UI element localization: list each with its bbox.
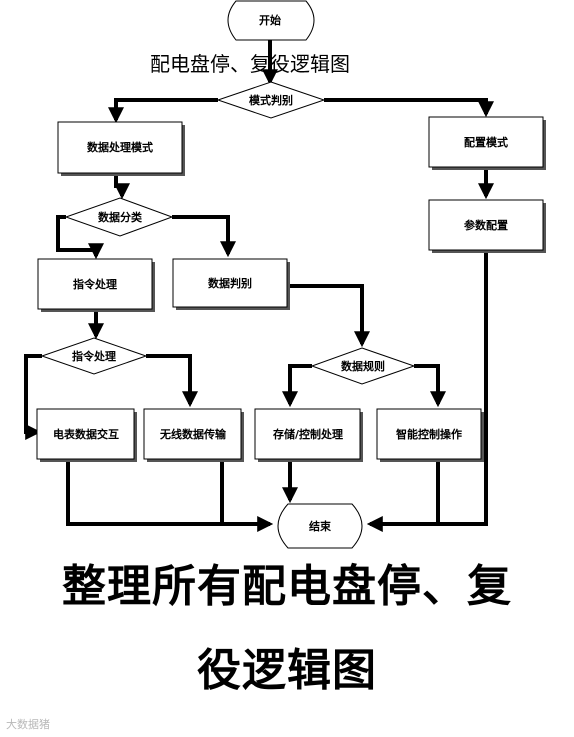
cmd-process-label: 指令处理 xyxy=(73,277,117,291)
edge-rule-to-smart xyxy=(414,364,446,408)
data-judge-label: 数据判别 xyxy=(208,276,252,290)
cmd-decision-label: 指令处理 xyxy=(72,349,116,363)
edge-classify-to-datajudge xyxy=(172,215,236,258)
param-config-box: 参数配置 xyxy=(428,199,546,253)
caption-line-2: 役逻辑图 xyxy=(197,645,377,696)
edge-rule-to-store xyxy=(282,364,312,408)
smart-control-box: 智能控制操作 xyxy=(376,408,484,462)
edge-decision-to-meter xyxy=(24,354,42,440)
edge-param-to-end xyxy=(438,250,488,526)
data-mode-label: 数据处理模式 xyxy=(87,140,153,154)
config-mode-box: 配置模式 xyxy=(428,116,546,170)
data-judge-box: 数据判别 xyxy=(172,258,290,310)
store-control-label: 存储/控制处理 xyxy=(273,427,343,441)
edge-classify-to-cmd xyxy=(56,215,104,260)
param-config-label: 参数配置 xyxy=(464,218,508,232)
watermark: 大数据猪 xyxy=(6,718,50,731)
data-rule-label: 数据规则 xyxy=(341,359,385,373)
edge-data-to-classify xyxy=(114,176,130,200)
end-node: 结束 xyxy=(277,503,363,549)
caption-line-1: 整理所有配电盘停、复 xyxy=(62,561,512,612)
flow-edges xyxy=(24,40,494,532)
data-mode-box: 数据处理模式 xyxy=(57,121,185,176)
edge-mode-to-data xyxy=(108,98,218,124)
config-mode-label: 配置模式 xyxy=(464,135,508,149)
cmd-process-box: 指令处理 xyxy=(37,258,155,312)
data-rule-decision: 数据规则 xyxy=(310,347,416,385)
start-label: 开始 xyxy=(259,13,281,27)
data-classify-decision: 数据分类 xyxy=(64,197,174,237)
meter-exchange-box: 电表数据交互 xyxy=(36,408,137,462)
store-control-box: 存储/控制处理 xyxy=(254,408,363,462)
mode-judge-label: 模式判别 xyxy=(249,93,293,107)
start-node: 开始 xyxy=(227,0,315,41)
edge-smart-to-end xyxy=(366,460,440,532)
smart-control-label: 智能控制操作 xyxy=(396,427,462,441)
mode-judge-decision: 模式判别 xyxy=(216,81,326,119)
meter-exchange-label: 电表数据交互 xyxy=(53,427,119,441)
data-classify-label: 数据分类 xyxy=(98,210,143,224)
wireless-label: 无线数据传输 xyxy=(159,427,227,441)
edge-decision-to-wireless xyxy=(146,354,198,408)
end-label: 结束 xyxy=(308,519,332,533)
cmd-decision: 指令处理 xyxy=(40,337,148,375)
wireless-box: 无线数据传输 xyxy=(143,408,244,462)
diagram-subtitle: 配电盘停、复役逻辑图 xyxy=(150,52,350,76)
edge-meter-to-end xyxy=(66,460,274,532)
edge-mode-to-config xyxy=(324,98,494,118)
edge-datajudge-to-rule xyxy=(290,284,370,348)
